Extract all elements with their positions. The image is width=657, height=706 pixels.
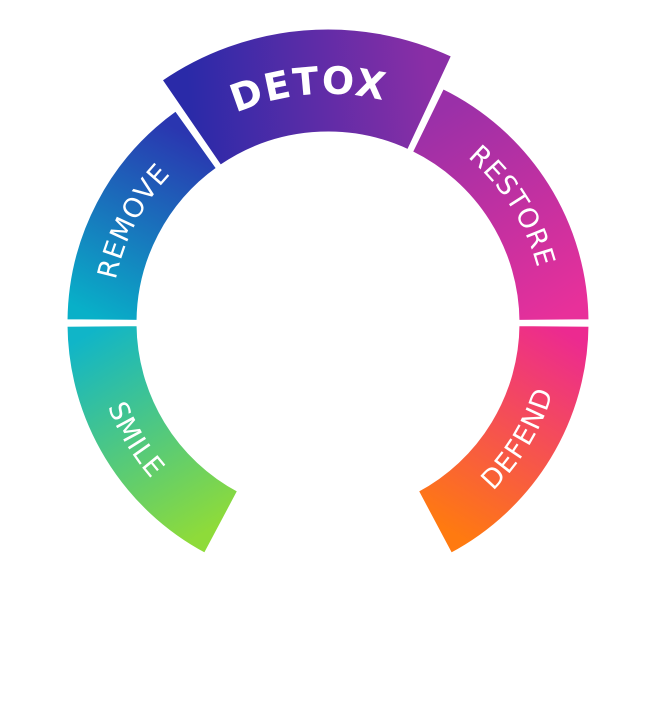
segment-smile — [64, 323, 241, 557]
ring-segments — [64, 26, 592, 557]
segment-remove — [64, 107, 220, 323]
segment-restore — [409, 85, 592, 323]
segment-defend — [415, 323, 592, 557]
segment-detox — [158, 26, 455, 169]
